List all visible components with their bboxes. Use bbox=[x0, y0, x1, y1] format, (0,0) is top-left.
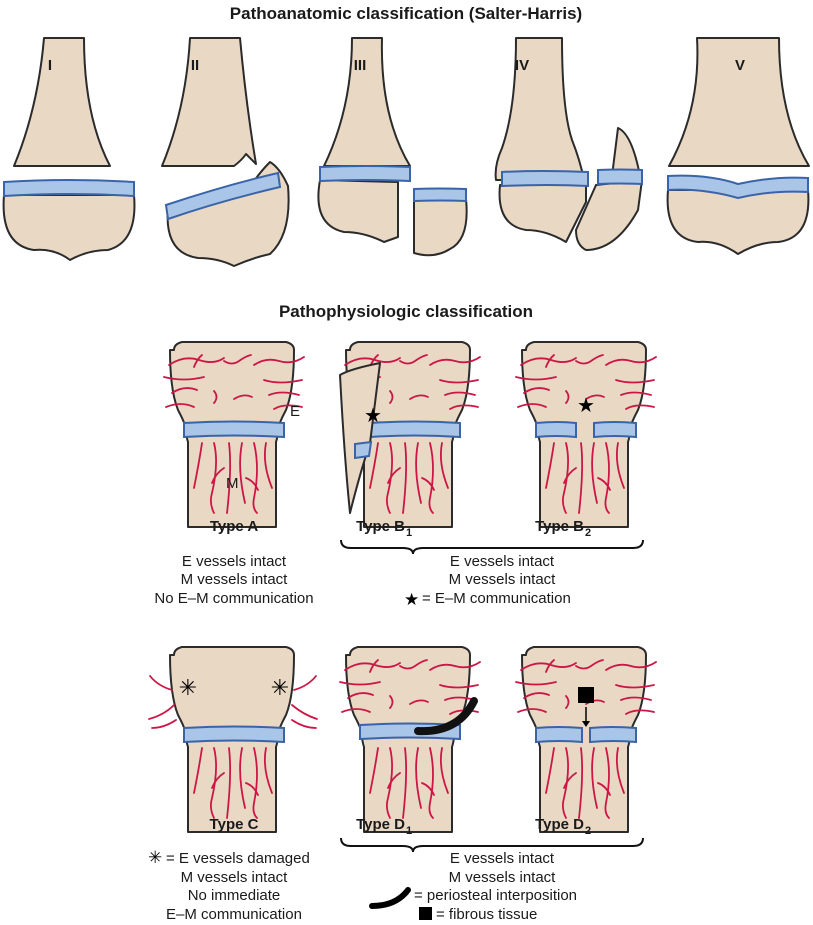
type-d2-label: Type D bbox=[535, 816, 584, 833]
asterisk-icon: ✳ bbox=[148, 848, 162, 867]
type-b1-label: Type B bbox=[356, 518, 405, 535]
salter-harris-type-ii: II bbox=[161, 37, 290, 267]
svg-text:E vessels intact: E vessels intact bbox=[450, 850, 555, 867]
salter-harris-type-i: I bbox=[2, 37, 136, 261]
brace-type-d bbox=[340, 837, 644, 853]
svg-text:M vessels intact: M vessels intact bbox=[181, 869, 289, 886]
svg-text:No immediate: No immediate bbox=[188, 887, 281, 904]
type-d-description: E vessels intact M vessels intact = peri… bbox=[369, 850, 577, 923]
svg-text:M vessels intact: M vessels intact bbox=[181, 571, 289, 588]
type-d1-label: Type D bbox=[356, 816, 405, 833]
label-e-vessels: E bbox=[290, 403, 300, 420]
type-b-description: E vessels intact M vessels intact ★ = E–… bbox=[404, 553, 571, 609]
svg-text:E–M communication: E–M communication bbox=[166, 906, 302, 923]
salter-harris-type-iii: III bbox=[317, 37, 468, 257]
svg-text:= periosteal interposition: = periosteal interposition bbox=[414, 887, 577, 904]
svg-text:= fibrous tissue: = fibrous tissue bbox=[436, 906, 537, 923]
type-c-diagram: ✳ ✳ bbox=[148, 646, 318, 833]
square-icon bbox=[578, 687, 594, 703]
type-b2-label: Type B bbox=[535, 518, 584, 535]
label-type-iv: IV bbox=[515, 57, 529, 74]
svg-text:M vessels intact: M vessels intact bbox=[449, 869, 557, 886]
type-c-description: ✳ = E vessels damaged M vessels intact N… bbox=[148, 848, 310, 923]
title-pathophysiologic: Pathophysiologic classification bbox=[279, 302, 533, 321]
type-d1-sub: 1 bbox=[406, 825, 412, 837]
type-d2-diagram bbox=[515, 646, 657, 833]
star-icon: ★ bbox=[577, 395, 595, 417]
svg-text:= E vessels damaged: = E vessels damaged bbox=[166, 850, 310, 867]
svg-text:E vessels intact: E vessels intact bbox=[450, 553, 555, 570]
salter-harris-type-iv: IV bbox=[494, 37, 643, 251]
type-a-diagram: E M bbox=[163, 341, 305, 528]
label-type-v: V bbox=[735, 57, 745, 74]
type-b1-sub: 1 bbox=[406, 527, 412, 539]
periosteum-arc-icon bbox=[369, 887, 411, 909]
type-d2-sub: 2 bbox=[585, 825, 591, 837]
type-b2-sub: 2 bbox=[585, 527, 591, 539]
type-b2-diagram: ★ bbox=[515, 341, 657, 528]
star-icon: ★ bbox=[364, 405, 382, 427]
square-icon bbox=[419, 907, 432, 920]
svg-text:M vessels intact: M vessels intact bbox=[449, 571, 557, 588]
star-icon: ★ bbox=[404, 590, 419, 609]
periosteum-arc-icon bbox=[414, 697, 478, 736]
label-type-iii: III bbox=[354, 57, 367, 74]
type-b1-diagram: ★ bbox=[339, 341, 481, 528]
label-type-i: I bbox=[48, 57, 52, 74]
svg-text:= E–M communication: = E–M communication bbox=[422, 590, 571, 607]
asterisk-icon: ✳ bbox=[179, 675, 197, 700]
asterisk-icon: ✳ bbox=[271, 675, 289, 700]
salter-harris-type-v: V bbox=[666, 37, 810, 255]
type-d1-diagram bbox=[339, 646, 481, 833]
type-a-label: Type A bbox=[210, 518, 259, 535]
label-type-ii: II bbox=[191, 57, 199, 74]
svg-text:No E–M communication: No E–M communication bbox=[154, 590, 313, 607]
label-m-vessels: M bbox=[226, 475, 239, 492]
type-c-label: Type C bbox=[210, 816, 259, 833]
type-a-description: E vessels intact M vessels intact No E–M… bbox=[154, 553, 313, 607]
brace-type-b bbox=[340, 539, 644, 555]
title-pathoanatomic: Pathoanatomic classification (Salter-Har… bbox=[230, 4, 582, 23]
svg-text:E vessels intact: E vessels intact bbox=[182, 553, 287, 570]
